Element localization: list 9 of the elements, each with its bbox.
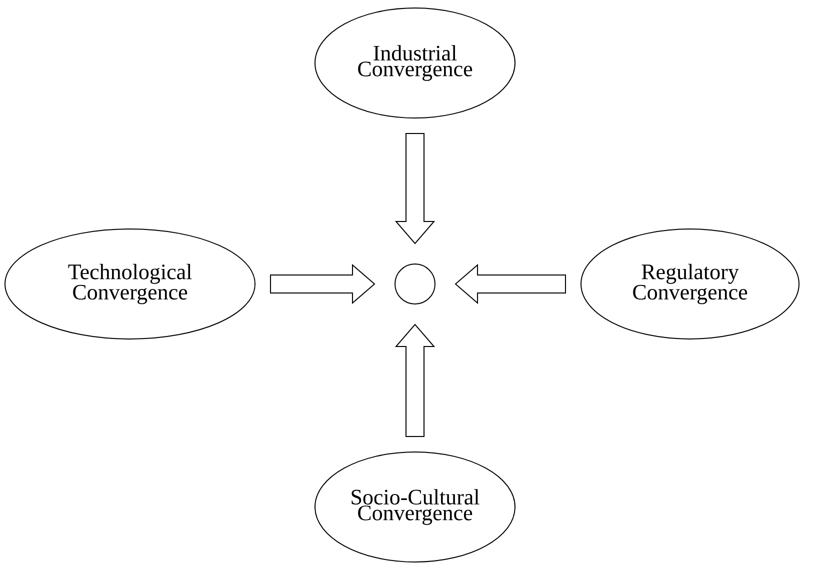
block-arrow <box>394 133 436 244</box>
ellipse-node: Industrial Convergence <box>314 8 516 118</box>
ellipse-node: Technological Convergence <box>4 228 256 340</box>
ellipse-node: Regulatory Convergence <box>580 228 800 340</box>
block-arrow <box>270 264 376 304</box>
ellipse-node: Socio-Cultural Convergence <box>314 452 516 562</box>
circle-node <box>394 264 436 304</box>
block-arrow <box>394 324 436 437</box>
block-arrow <box>454 264 566 304</box>
